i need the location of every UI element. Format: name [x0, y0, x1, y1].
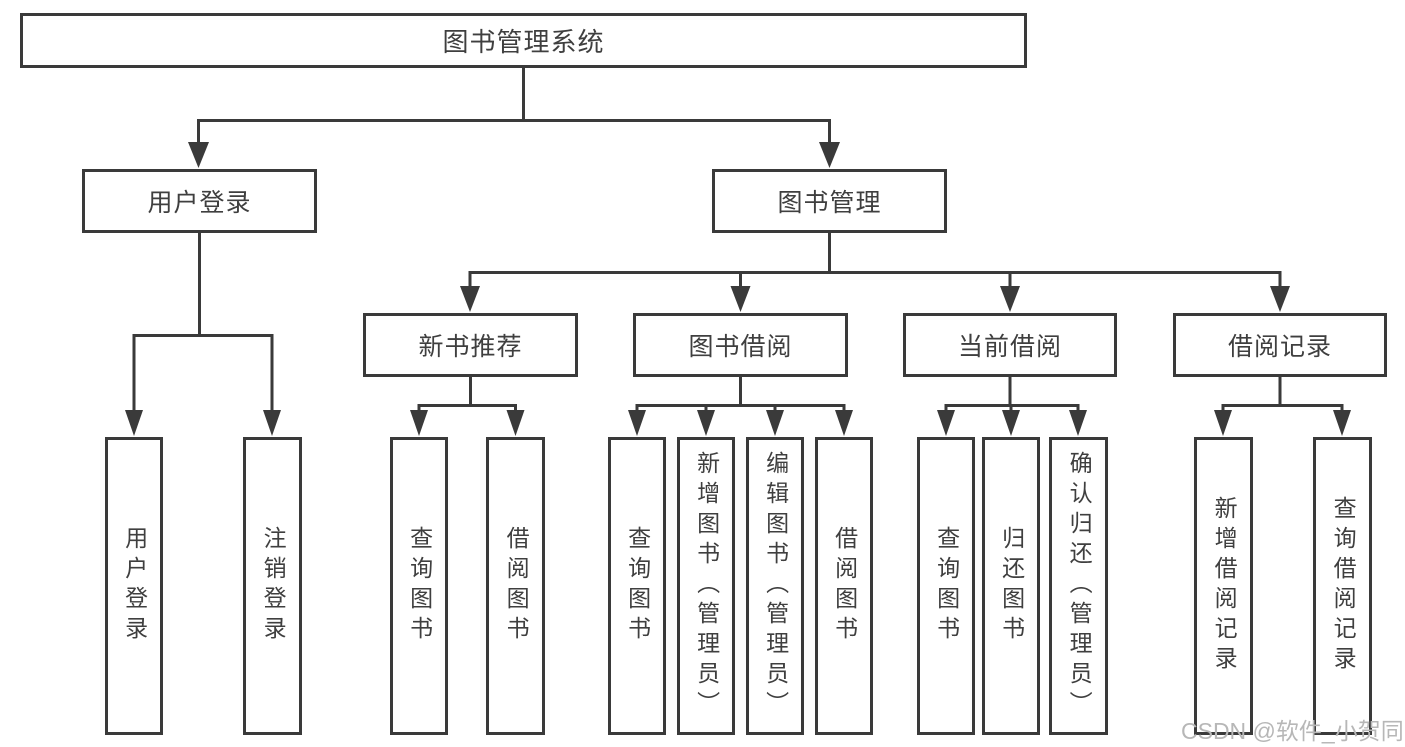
node-borrow-records: 借阅记录: [1173, 313, 1387, 377]
node-leaf-edit-book-admin: 编辑图书（管理员）: [746, 437, 804, 735]
node-leaf-query-books-current: 查询图书: [917, 437, 975, 735]
node-user-login: 用户登录: [82, 169, 317, 233]
node-new-book-recommend: 新书推荐: [363, 313, 578, 377]
csdn-watermark: CSDN @软件_小贺同学: [1181, 718, 1405, 744]
node-leaf-add-book-admin: 新增图书（管理员）: [677, 437, 735, 735]
node-leaf-confirm-return-admin: 确认归还（管理员）: [1049, 437, 1108, 735]
node-book-management: 图书管理: [712, 169, 947, 233]
node-leaf-user-login: 用户登录: [105, 437, 163, 735]
node-leaf-query-books-borrow: 查询图书: [608, 437, 666, 735]
node-leaf-query-borrow-record: 查询借阅记录: [1313, 437, 1372, 735]
node-current-borrow: 当前借阅: [903, 313, 1117, 377]
node-leaf-query-books-recommend: 查询图书: [390, 437, 448, 735]
node-leaf-add-borrow-record: 新增借阅记录: [1194, 437, 1253, 735]
node-leaf-borrow-books-recommend: 借阅图书: [486, 437, 545, 735]
node-leaf-logout: 注销登录: [243, 437, 302, 735]
node-library-management-system: 图书管理系统: [20, 13, 1027, 68]
node-leaf-return-books: 归还图书: [982, 437, 1040, 735]
node-book-borrow: 图书借阅: [633, 313, 848, 377]
node-leaf-borrow-books: 借阅图书: [815, 437, 873, 735]
